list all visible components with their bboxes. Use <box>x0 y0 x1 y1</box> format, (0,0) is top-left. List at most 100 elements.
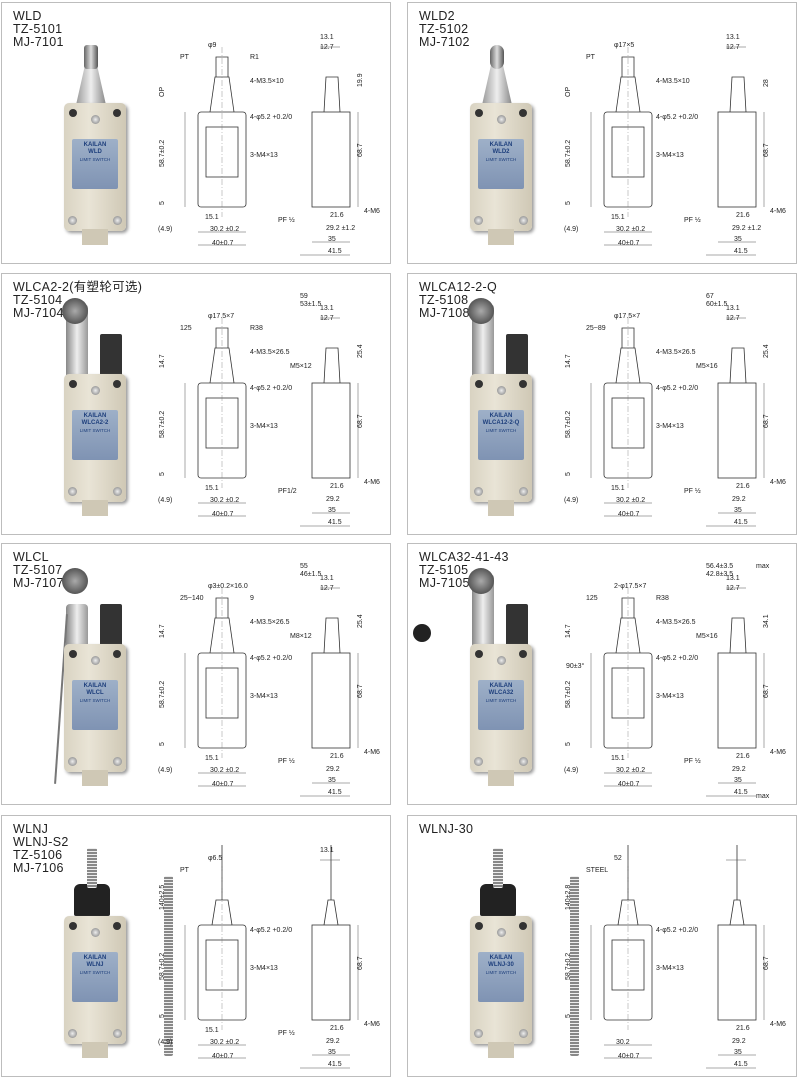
model-code: TZ-5105 <box>419 563 469 577</box>
dimension-label: max <box>756 793 770 800</box>
dimension-label: 9 <box>250 595 254 602</box>
dimension-label: 4-φ5.2 +0.2/0 <box>250 655 292 662</box>
dimension-label: 52 <box>614 855 622 862</box>
dimension-label: 35 <box>328 1049 336 1056</box>
dimension-label: 14.7 <box>565 624 572 638</box>
dimension-label: 25.4 <box>763 344 770 358</box>
dimension-lines <box>590 317 765 527</box>
dimension-label: PF ½ <box>278 216 295 224</box>
dimension-label: 25.4 <box>357 614 364 628</box>
model-code: MJ-7105 <box>419 576 470 590</box>
dimension-label: 15.1 <box>205 755 219 762</box>
dimension-label: 58.7±0.2 <box>565 140 572 167</box>
dimension-label: 40±0.7 <box>212 511 233 518</box>
dimension-label: R38 <box>656 595 669 602</box>
side-view-body <box>311 111 351 208</box>
dimension-label: 4-φ5.2 +0.2/0 <box>250 927 292 934</box>
spring-rod-photo <box>164 876 173 1056</box>
dimension-label: 3-M4×13 <box>250 693 278 700</box>
model-code: MJ-7104 <box>13 306 64 320</box>
dimension-label: 13.1 <box>320 305 334 312</box>
dimension-label: 21.6 <box>330 212 344 219</box>
model-code: WLNJ <box>13 822 49 836</box>
dimension-label: 40±0.7 <box>618 1053 639 1060</box>
dimension-label: φ6.5 <box>208 855 222 862</box>
model-code: WLD2 <box>419 9 455 23</box>
dimension-lines <box>590 859 765 1069</box>
dimension-label: PT <box>180 867 190 874</box>
dimension-label: 4-M6 <box>770 479 786 486</box>
dimension-label: 15.1 <box>205 485 219 492</box>
side-view-body <box>311 382 351 479</box>
dimension-label: 68.7 <box>763 143 770 157</box>
dimension-label: 5 <box>159 742 166 746</box>
side-view-body <box>717 924 757 1021</box>
model-code: MJ-7102 <box>419 35 470 49</box>
dimension-label: 35 <box>734 236 742 243</box>
dimension-label: 14.7 <box>159 354 166 368</box>
dimension-label: (4.9) <box>158 226 172 233</box>
dimension-label: 68.7 <box>357 414 364 428</box>
dimension-label: 34.1 <box>763 614 770 628</box>
dimension-lines <box>184 587 359 797</box>
dimension-label: 13.1 <box>320 575 334 582</box>
dimension-label: 4-φ5.2 +0.2/0 <box>250 114 292 121</box>
dimension-label: 40±0.7 <box>212 240 233 247</box>
dimension-label: 68.7 <box>763 956 770 970</box>
dimension-label: 140±2.8 <box>565 885 572 910</box>
dimension-label: 40±0.7 <box>212 781 233 788</box>
dimension-label: 14.7 <box>565 354 572 368</box>
dimension-label: 68.7 <box>357 956 364 970</box>
dimension-label: STEEL <box>586 867 608 874</box>
model-code: WLNJ-S2 <box>13 835 69 849</box>
dimension-label: 15.1 <box>611 214 625 221</box>
dimension-label: 55 <box>300 563 308 570</box>
dimension-label: 28 <box>763 79 770 87</box>
dimension-label: 53±1.5 <box>300 301 321 308</box>
dimension-label: 60±1.5 <box>706 301 727 308</box>
dimension-label: 4-M3.5×26.5 <box>656 619 696 626</box>
side-view-actuator <box>729 845 745 926</box>
dimension-label: 25~89 <box>586 325 606 332</box>
model-code: MJ-7108 <box>419 306 470 320</box>
dimension-label: max <box>756 563 770 570</box>
dimension-label: 4-M6 <box>364 479 380 486</box>
model-code: TZ-5107 <box>13 563 63 577</box>
side-view-body <box>717 111 757 208</box>
model-code: WLCA2-2(有塑轮可选) <box>13 280 143 294</box>
dimension-label: 30.2 ±0.2 <box>210 226 239 233</box>
dimension-label: (4.9) <box>564 226 578 233</box>
dimension-label: 29.2 <box>732 1038 746 1045</box>
dimension-lines <box>590 46 765 256</box>
dimension-label: φ17.5×7 <box>614 313 640 320</box>
dimension-label: 25~140 <box>180 595 204 602</box>
dimension-label: 29.2 <box>732 496 746 503</box>
dimension-label: 41.5 <box>734 789 748 796</box>
dimension-label: 3-M4×13 <box>250 152 278 159</box>
dimension-label: 3-M4×13 <box>250 423 278 430</box>
dimension-label: 5 <box>159 1014 166 1018</box>
dimension-label: 67 <box>706 293 714 300</box>
dimension-label: 4-φ5.2 +0.2/0 <box>656 114 698 121</box>
side-view-actuator <box>729 347 747 384</box>
dimension-drawing: 25~140φ3±0.2×16.094-M3.5×26.514.74-φ5.2 … <box>158 563 380 797</box>
dimension-label: 13.1 <box>726 575 740 582</box>
model-code: WLCL <box>13 550 49 564</box>
dimension-label: PF ½ <box>684 757 701 765</box>
dimension-label: 15.1 <box>205 214 219 221</box>
dimension-label: 13.1 <box>726 34 740 41</box>
dimension-label: 30.2 ±0.2 <box>616 497 645 504</box>
dimension-label: 68.7 <box>763 684 770 698</box>
